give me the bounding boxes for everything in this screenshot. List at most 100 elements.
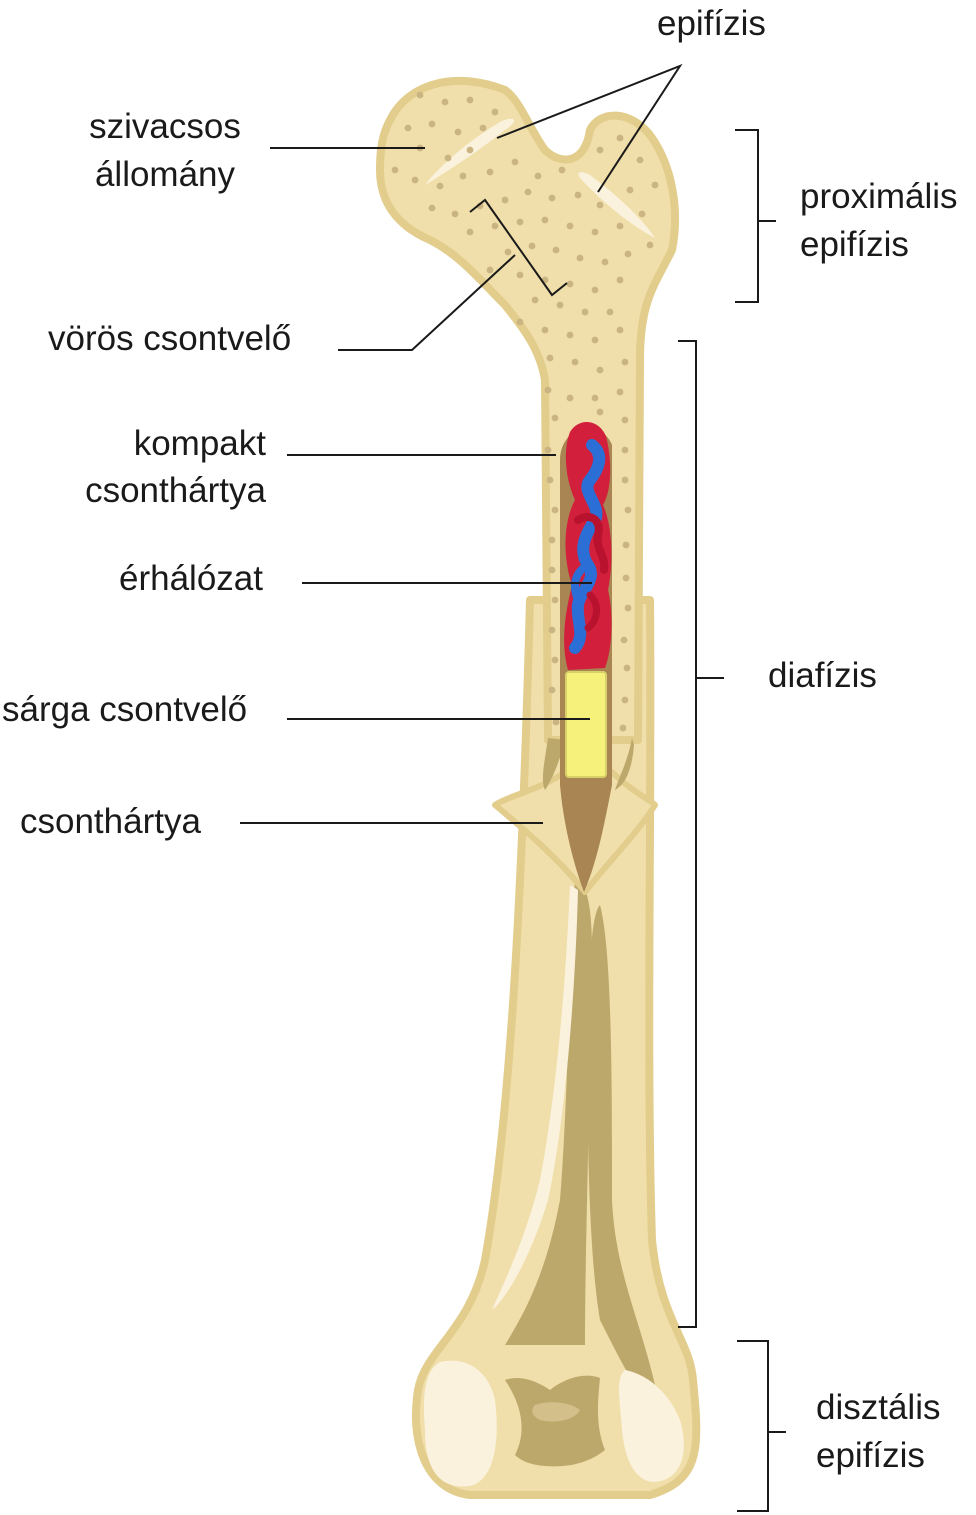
label-szivacsos-line1: szivacsos [89, 107, 241, 146]
flap-edge-right [615, 738, 634, 790]
label-csonthartya: csonthártya [20, 802, 201, 841]
spongy-dot [616, 388, 624, 396]
spongy-dot [544, 386, 552, 394]
spongy-dot [624, 506, 632, 514]
spongy-dot [616, 326, 624, 334]
spongy-dot [622, 541, 630, 549]
label-disztalis-line1: disztális [816, 1388, 941, 1427]
flap-edge-left [542, 738, 565, 790]
yellow-marrow [565, 671, 607, 778]
femur-bone [376, 76, 701, 1499]
spongy-dot [621, 358, 629, 366]
spongy-dot [548, 626, 556, 634]
spongy-dot [621, 446, 629, 454]
spongy-dot [436, 182, 444, 190]
label-disztalis-line2: epifízis [816, 1436, 925, 1475]
spongy-dot [466, 146, 474, 154]
spongy-dot [616, 134, 624, 142]
spongy-dot [646, 241, 654, 249]
label-proximalis-line1: proximális [800, 177, 958, 216]
label-epifizis: epifízis [657, 4, 766, 43]
spongy-dot [552, 246, 560, 254]
spongy-dot [416, 91, 424, 99]
label-sarga-csontvelo: sárga csontvelő [2, 690, 248, 729]
spongy-dot [391, 166, 399, 174]
spongy-dot [531, 296, 539, 304]
spongy-dot [428, 204, 436, 212]
spongy-dot [606, 308, 614, 316]
spongy-dot [541, 326, 549, 334]
spongy-dot [638, 210, 646, 218]
bracket-disztalis [737, 1340, 786, 1512]
spongy-dot [596, 408, 604, 416]
spongy-dot [591, 286, 599, 294]
spongy-dot [466, 228, 474, 236]
spongy-dot [451, 210, 459, 218]
spongy-dot [566, 331, 574, 339]
label-voros-csontvelo: vörös csontvelő [48, 319, 292, 358]
spongy-dot [444, 154, 452, 162]
spongy-dot [616, 276, 624, 284]
spongy-dot [501, 196, 509, 204]
spongy-dot [548, 566, 556, 574]
leader-lines [240, 63, 786, 1512]
spongy-dot [558, 166, 566, 174]
spongy-dot [574, 191, 582, 199]
vessel-network [569, 439, 609, 654]
spongy-dot [548, 194, 556, 202]
spongy-dot [596, 366, 604, 374]
spongy-dot [516, 271, 524, 279]
spongy-dot [544, 446, 552, 454]
spongy-dot [581, 308, 589, 316]
spongy-dot [551, 506, 559, 514]
fossa-highlight [532, 1402, 580, 1422]
bracket-diafizis [678, 340, 724, 1328]
spongy-dot [566, 280, 574, 288]
spongy-dot [454, 128, 462, 136]
label-kompakt-line2: csonthártya [85, 471, 266, 510]
spongy-dot [511, 158, 519, 166]
spongy-dot [528, 242, 536, 250]
spongy-dot [591, 394, 599, 402]
spongy-dot [546, 354, 554, 362]
spongy-dot [616, 222, 624, 230]
spongy-dot [551, 656, 559, 664]
spongy-dot [551, 414, 559, 422]
spongy-dot [636, 156, 644, 164]
spongy-dot [626, 186, 634, 194]
shaft-highlight [492, 885, 578, 1310]
trochanter-highlight [578, 172, 655, 238]
spongy-dot [411, 176, 419, 184]
spongy-dot [548, 536, 556, 544]
spongy-dot [486, 168, 494, 176]
spongy-dot [551, 596, 559, 604]
spongy-dot [479, 124, 487, 132]
shaft-inner-shadow-right [587, 905, 657, 1405]
bracket-voros [469, 198, 568, 297]
spongy-dot [491, 222, 499, 230]
spongy-dot [524, 188, 532, 196]
vessel-blue-branch [571, 561, 592, 604]
label-kompakt-line1: kompakt [133, 424, 266, 463]
spongy-dot [591, 336, 599, 344]
condyle-left [423, 1360, 497, 1487]
spongy-dot [491, 108, 499, 116]
spongy-dot [546, 476, 554, 484]
spongy-dot [620, 636, 628, 644]
spongy-dot [591, 228, 599, 236]
spongy-dot [541, 216, 549, 224]
spongy-dot [404, 124, 412, 132]
condyle-right [618, 1370, 684, 1482]
spongy-dot [622, 574, 630, 582]
spongy-bone-texture [391, 91, 659, 732]
label-szivacsos-line2: állomány [94, 155, 236, 194]
spongy-dot [504, 248, 512, 256]
spongy-dot [566, 222, 574, 230]
spongy-dot [552, 718, 560, 726]
label-erhalozat: érhálózat [119, 559, 263, 598]
spongy-dot [428, 120, 436, 128]
spongy-dot [621, 416, 629, 424]
spongy-dot [466, 96, 474, 104]
leader-voros [338, 254, 516, 351]
spongy-dot [621, 476, 629, 484]
